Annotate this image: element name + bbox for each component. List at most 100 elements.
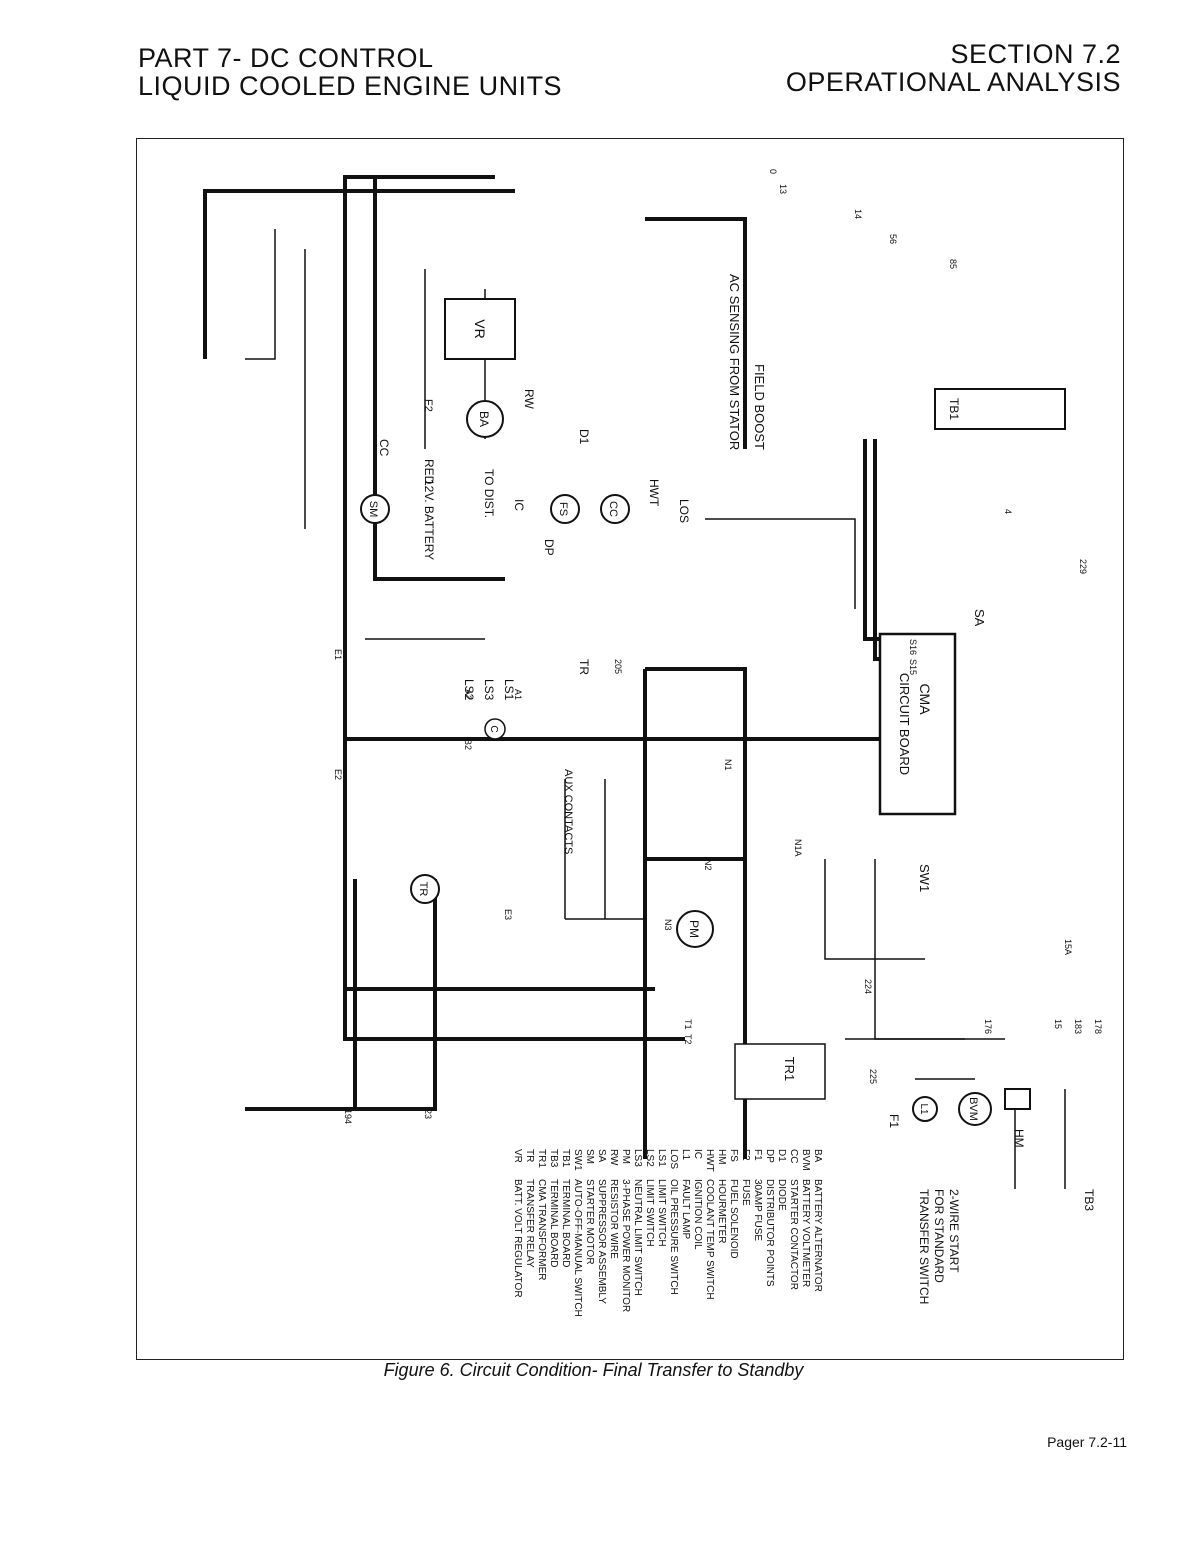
for-standard-label: FOR STANDARD <box>932 1189 946 1283</box>
battery-voltmeter-symbol <box>958 1092 992 1126</box>
wire-label: 225 <box>868 1069 878 1084</box>
page-number: Pager 7.2-11 <box>1047 1434 1127 1450</box>
ls2-label: LS2 <box>462 679 476 701</box>
wire-label: T1 <box>683 1019 693 1030</box>
c-label: C <box>488 725 499 732</box>
legend-abbr: RW <box>608 1149 619 1166</box>
starter-motor-symbol <box>360 494 390 524</box>
legend-abbr: LS3 <box>632 1149 643 1167</box>
wire-label: 176 <box>983 1019 993 1034</box>
to-dist-label: TO DIST. <box>482 469 496 518</box>
wire-label: 178 <box>1093 1019 1103 1034</box>
part-title: PART 7- DC CONTROL <box>138 43 434 73</box>
red-label: RED <box>422 459 436 485</box>
rw-label: RW <box>522 389 536 409</box>
wire-label: E1 <box>333 649 343 660</box>
power-monitor-symbol <box>676 910 714 948</box>
wire-label: 4 <box>1003 509 1013 514</box>
tb3-label: TB3 <box>1082 1189 1096 1211</box>
legend-abbr: TR <box>524 1149 535 1162</box>
battery-label: 12V. BATTERY <box>422 479 436 560</box>
wire-label: 23 <box>423 1109 433 1119</box>
wire-label: 194 <box>343 1109 353 1124</box>
rotated-schematic: VR BA F2 CC SM RED 12V. BATTERY RW D1 FS… <box>203 169 1103 1317</box>
two-wire-start-label: 2-WIRE START <box>947 1189 961 1273</box>
field-boost-label: FIELD BOOST <box>752 364 767 450</box>
d1-label: D1 <box>577 429 591 445</box>
vr-label: VR <box>472 319 488 338</box>
wire-label: E3 <box>503 909 513 920</box>
legend-desc: IGNITION COIL <box>692 1179 703 1250</box>
wire-label: S16 <box>908 639 918 655</box>
ic-label: IC <box>512 499 526 511</box>
hourmeter-box <box>1004 1088 1031 1110</box>
l1-label: L1 <box>918 1103 929 1115</box>
legend-abbr: BVM <box>800 1149 811 1171</box>
legend-desc: DIODE <box>776 1179 787 1211</box>
wire-label: A2 <box>463 689 473 700</box>
legend-desc: HOURMETER <box>716 1179 727 1243</box>
los-label: LOS <box>677 499 691 523</box>
legend-abbr: SM <box>584 1149 595 1164</box>
legend-desc: 3-PHASE POWER MONITOR <box>620 1179 631 1312</box>
pm-label: PM <box>687 920 701 938</box>
wiring-diagram: VR BA F2 CC SM RED 12V. BATTERY RW D1 FS… <box>203 169 1103 1317</box>
cc-label: CC <box>377 439 391 457</box>
f2-label: F2 <box>422 399 434 412</box>
legend-desc: TERMINAL BOARD <box>560 1179 571 1268</box>
ls1-label: LS1 <box>502 679 516 701</box>
legend-abbr: DP <box>764 1149 775 1163</box>
legend-abbr: LOS <box>668 1149 679 1169</box>
wire-label: N3 <box>663 919 673 931</box>
wire-label: A1 <box>513 689 523 700</box>
part-subtitle: LIQUID COOLED ENGINE UNITS <box>138 71 563 101</box>
tb1-label: TB1 <box>947 398 961 420</box>
sa-label: SA <box>972 609 987 627</box>
legend-desc: FUEL SOLENOID <box>728 1179 739 1259</box>
wire-label: 0 <box>768 169 778 174</box>
legend-abbr: TR1 <box>536 1149 547 1168</box>
legend-desc: DISTRIBUTOR POINTS <box>764 1179 775 1287</box>
wire-label: 224 <box>863 979 873 994</box>
wire-label: 15 <box>1053 1019 1063 1029</box>
legend-abbr: BA <box>812 1149 823 1163</box>
legend-abbr: LS2 <box>644 1149 655 1167</box>
section-subtitle: OPERATIONAL ANALYSIS <box>785 67 1121 97</box>
cma-label: CMA <box>917 683 933 715</box>
legend-abbr: F2 <box>740 1149 751 1161</box>
wire-label: 13 <box>778 184 788 194</box>
wire-label: N1A <box>793 839 803 857</box>
wire-label: 229 <box>1078 559 1088 574</box>
cma-transformer <box>734 1043 826 1100</box>
wire-label: 14 <box>853 209 863 219</box>
legend-desc: RESISTOR WIRE <box>608 1179 619 1259</box>
legend-desc: BATTERY VOLTMETER <box>800 1179 811 1287</box>
legend-desc: OIL PRESSURE SWITCH <box>668 1179 679 1295</box>
diagram-frame: VR BA F2 CC SM RED 12V. BATTERY RW D1 FS… <box>136 138 1124 1360</box>
legend-abbr: HWT <box>704 1149 715 1172</box>
legend-desc: FUSE <box>740 1179 751 1206</box>
legend-desc: CMA TRANSFORMER <box>536 1179 547 1281</box>
transfer-relay-coil <box>410 874 440 904</box>
legend-abbr: TB1 <box>560 1149 571 1168</box>
legend-abbr: VR <box>512 1149 523 1163</box>
wire-label: N1 <box>723 759 733 771</box>
bvm-label: BVM <box>967 1097 979 1121</box>
legend-abbr: SA <box>596 1149 607 1163</box>
legend-desc: STARTER CONTACTOR <box>788 1179 799 1290</box>
circuit-board-label: CIRCUIT BOARD <box>897 673 912 775</box>
fs-label: FS <box>557 502 569 516</box>
thin-wires <box>245 229 1066 1189</box>
ls3-label: LS3 <box>482 679 496 701</box>
hm-label: HM <box>1012 1129 1026 1148</box>
legend-desc: NEUTRAL LIMIT SWITCH <box>632 1179 643 1296</box>
legend-desc: BATT. VOLT REGULATOR <box>512 1179 523 1298</box>
legend-abbr: SW1 <box>572 1149 583 1171</box>
legend-abbr: CC <box>788 1149 799 1163</box>
tr-label: TR <box>577 659 591 675</box>
wire-label: 85 <box>948 259 958 269</box>
wire-label: E2 <box>333 769 343 780</box>
cma-circuit-board <box>878 632 957 816</box>
voltage-regulator-box <box>444 298 516 360</box>
legend: BA BATTERY ALTERNATOR BVM BATTERY VOLTME… <box>512 1149 823 1317</box>
